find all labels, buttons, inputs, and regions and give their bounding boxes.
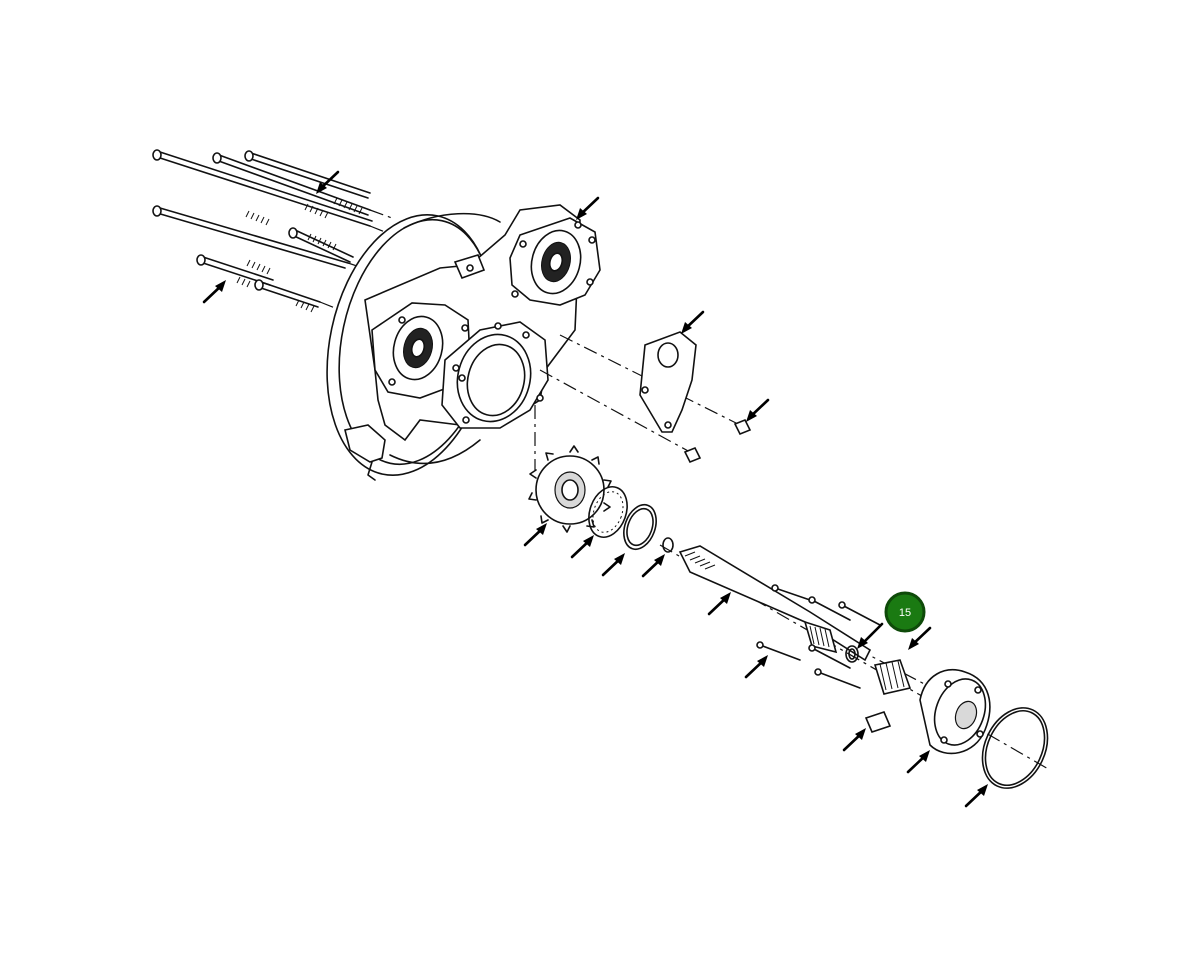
- arrow-o-ring: [964, 784, 988, 808]
- shaft-bearing-2: [873, 659, 912, 695]
- bearing-left: [392, 315, 444, 381]
- gasket: [588, 486, 628, 538]
- arrow-gear: [523, 523, 547, 547]
- arrow-callout-15: [857, 622, 884, 649]
- arrow-gasket: [570, 535, 594, 559]
- arrow-bracket: [681, 310, 705, 334]
- cover-bolts: [756, 584, 881, 689]
- shaft-seal: [845, 645, 859, 663]
- arrow-housing: [576, 196, 600, 220]
- bearing-right: [530, 229, 582, 295]
- callout-badge[interactable]: 15: [884, 591, 926, 633]
- washer: [662, 537, 674, 553]
- arrow-shaft: [707, 592, 731, 616]
- o-ring: [981, 707, 1049, 789]
- callout-arrows: [202, 170, 988, 808]
- snap-ring: [623, 503, 657, 551]
- callout-label: 15: [899, 607, 911, 619]
- arrow-cover-bolt: [744, 655, 768, 679]
- bracket-bolts: [683, 418, 752, 464]
- arrow-bearing: [908, 626, 932, 650]
- arrow-long-bolts: [316, 170, 340, 194]
- arrow-end-cover: [906, 750, 930, 774]
- mounting-bracket: [639, 331, 697, 433]
- long-bolts: [152, 149, 396, 313]
- arrow-washer: [641, 554, 665, 578]
- arrow-snap-ring: [601, 553, 625, 577]
- arrow-bracket-bolt: [746, 398, 770, 422]
- end-cover: [864, 669, 991, 755]
- arrow-lower-bolts: [202, 280, 226, 304]
- flywheel-housing: [326, 204, 601, 481]
- drive-gear: [528, 445, 612, 533]
- arrow-plug: [842, 728, 866, 752]
